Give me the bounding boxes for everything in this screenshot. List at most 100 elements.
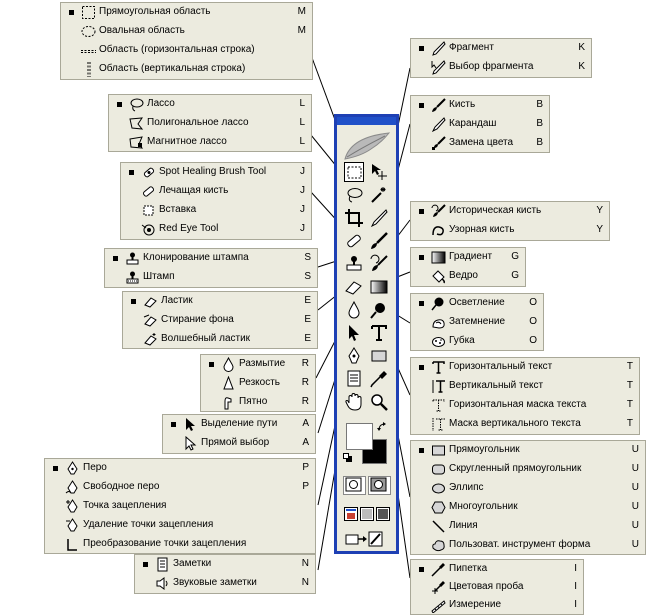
freeform-pen-icon [65, 480, 78, 494]
menu-item-polygon-lasso[interactable]: Полигональное лассо L [109, 114, 311, 133]
tool-history-brush[interactable] [369, 254, 389, 274]
default-colors-icon[interactable] [343, 453, 353, 463]
menu-item-red-eye[interactable]: Red Eye Tool J [121, 220, 311, 239]
shortcut-key: A [302, 437, 309, 448]
jump-to-imageready-icon[interactable] [345, 531, 385, 547]
menu-item-label: Губка [449, 335, 475, 346]
menu-item-measure[interactable]: Измерение I [411, 596, 583, 615]
quick-mask-mode-button[interactable] [368, 476, 391, 495]
tool-lasso[interactable] [344, 185, 364, 205]
foreground-color-swatch[interactable] [346, 423, 373, 450]
magic-eraser-icon [144, 333, 157, 346]
menu-item-polygon[interactable]: Многоугольник U [411, 498, 645, 517]
tool-slice[interactable] [369, 208, 389, 228]
tool-healing[interactable] [344, 231, 364, 251]
menu-item-magnetic-lasso[interactable]: Магнитное лассо L [109, 133, 311, 152]
menu-item-pattern-stamp[interactable]: Штамп S [105, 268, 317, 287]
menu-item-delete-anchor[interactable]: Удаление точки зацепления [45, 516, 315, 535]
menu-item-audio-annotation[interactable]: Звуковые заметки N [135, 574, 315, 593]
full-screen-mode-icon[interactable] [376, 507, 390, 521]
menu-item-vertical-type[interactable]: Вертикальный текст T [411, 377, 639, 396]
tool-path-selection[interactable] [344, 323, 364, 343]
menu-item-healing-brush[interactable]: Лечащая кисть J [121, 182, 311, 201]
tool-brush[interactable] [369, 231, 389, 251]
menu-item-dodge[interactable]: Осветление O [411, 294, 543, 313]
menu-item-background-eraser[interactable]: Стирание фона E [123, 311, 317, 330]
active-marker [419, 209, 424, 214]
menu-item-patch[interactable]: Вставка J [121, 201, 311, 220]
panel-lasso: Лассо L Полигональное лассо L Магнитное … [108, 94, 312, 152]
menu-item-rectangle[interactable]: Прямоугольник U [411, 441, 645, 460]
menu-item-path-selection[interactable]: Выделение пути A [163, 415, 315, 434]
menu-item-vertical-type-mask[interactable]: Маска вертикального текста T [411, 415, 639, 434]
menu-item-clone-stamp[interactable]: Клонирование штампа S [105, 249, 317, 268]
menu-item-magic-eraser[interactable]: Волшебный ластик E [123, 330, 317, 349]
menu-item-sponge[interactable]: Губка O [411, 332, 543, 351]
menu-item-column-marquee[interactable]: Область (вертикальная строка) [61, 60, 312, 79]
panel-type: Горизонтальный текст T Вертикальный текс… [410, 357, 640, 435]
menu-item-sharpen[interactable]: Резкость R [201, 374, 315, 393]
standard-mode-button[interactable] [343, 476, 366, 495]
menu-item-spot-healing[interactable]: Spot Healing Brush Tool J [121, 163, 311, 182]
tool-dodge[interactable] [369, 300, 389, 320]
menu-item-horizontal-type-mask[interactable]: Горизонтальная маска текста T [411, 396, 639, 415]
tool-blur[interactable] [344, 300, 364, 320]
menu-item-gradient[interactable]: Градиент G [411, 248, 525, 267]
shortcut-key: R [301, 377, 309, 388]
tool-eraser[interactable] [344, 277, 364, 297]
menu-item-pen[interactable]: Перо P [45, 459, 315, 478]
menu-item-blur[interactable]: Размытие R [201, 355, 315, 374]
tool-type[interactable] [369, 323, 389, 343]
menu-item-eraser[interactable]: Ластик E [123, 292, 317, 311]
tool-notes[interactable] [344, 369, 364, 389]
tool-marquee[interactable] [344, 162, 364, 182]
menu-item-color-replacement[interactable]: Замена цвета B [411, 134, 549, 153]
feather-logo-icon [344, 132, 391, 160]
menu-item-convert-point[interactable]: Преобразование точки зацепления [45, 535, 315, 554]
menu-item-row-marquee[interactable]: Область (горизонтальная строка) [61, 41, 312, 60]
tool-shape[interactable] [369, 346, 389, 366]
menu-item-slice[interactable]: Фрагмент K [411, 39, 591, 58]
menu-item-brush[interactable]: Кисть B [411, 96, 549, 115]
menu-item-pencil[interactable]: Карандаш B [411, 115, 549, 134]
menu-item-art-history-brush[interactable]: Узорная кисть Y [411, 221, 609, 240]
tool-eyedropper[interactable] [369, 369, 389, 389]
tool-crop[interactable] [344, 208, 364, 228]
swap-colors-icon[interactable] [377, 422, 388, 433]
menu-item-rounded-rectangle[interactable]: Скругленный прямоугольник U [411, 460, 645, 479]
menu-item-smudge[interactable]: Пятно R [201, 393, 315, 412]
tool-move[interactable] [369, 162, 389, 182]
tool-stamp[interactable] [344, 254, 364, 274]
menu-item-color-sampler[interactable]: Цветовая проба I [411, 578, 583, 597]
menu-item-add-anchor[interactable]: Точка зацепления [45, 497, 315, 516]
menu-item-horizontal-type[interactable]: Горизонтальный текст T [411, 358, 639, 377]
menu-item-slice-select[interactable]: Выбор фрагмента K [411, 58, 591, 77]
menu-item-freeform-pen[interactable]: Свободное перо P [45, 478, 315, 497]
menu-item-ellipse-marquee[interactable]: Овальная область M [61, 22, 312, 41]
toolbox-header[interactable] [337, 117, 396, 125]
full-screen-menu-mode-icon[interactable] [360, 507, 374, 521]
menu-item-direct-selection[interactable]: Прямой выбор A [163, 434, 315, 453]
menu-item-ellipse[interactable]: Эллипс U [411, 479, 645, 498]
path-selection-icon [349, 325, 359, 341]
tool-pen[interactable] [344, 346, 364, 366]
horizontal-type-icon [371, 325, 387, 341]
menu-item-notes[interactable]: Заметки N [135, 555, 315, 574]
standard-screen-mode-icon[interactable] [344, 507, 358, 521]
menu-item-rect-marquee[interactable]: Прямоугольная область M [61, 3, 312, 22]
tool-hand[interactable] [344, 392, 364, 412]
shortcut-key: S [304, 271, 311, 282]
shortcut-key: K [578, 42, 585, 53]
menu-item-lasso[interactable]: Лассо L [109, 95, 311, 114]
menu-item-eyedropper[interactable]: Пипетка I [411, 560, 583, 579]
menu-item-custom-shape[interactable]: Пользоват. инструмент форма U [411, 536, 645, 555]
menu-item-burn[interactable]: Затемнение O [411, 313, 543, 332]
menu-item-paint-bucket[interactable]: Ведро G [411, 267, 525, 286]
dodge-icon [431, 297, 444, 311]
tool-magic-wand[interactable] [369, 185, 389, 205]
menu-item-line[interactable]: Линия U [411, 517, 645, 536]
menu-item-history-brush[interactable]: Историческая кисть Y [411, 202, 609, 221]
tool-gradient[interactable] [369, 277, 389, 297]
tool-zoom[interactable] [369, 392, 389, 412]
background-color-swatch[interactable] [362, 439, 387, 464]
